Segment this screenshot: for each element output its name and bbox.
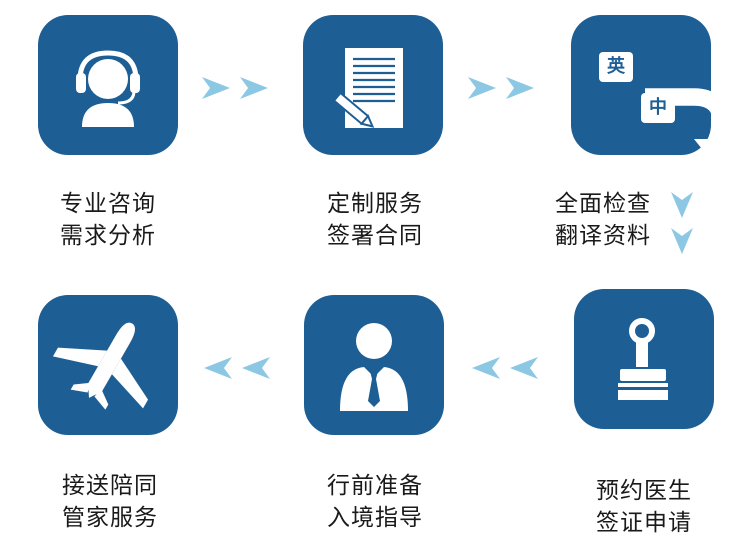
step-1-tile [38,15,178,155]
step-6-caption: 接送陪同 管家服务 [62,473,158,531]
step-4-tile [574,289,714,429]
step-4-caption: 预约医生 签证申请 [596,478,692,536]
step-3-tile: 英 中 [571,15,749,174]
step-5-caption: 行前准备 入境指导 [327,473,423,531]
stamp-icon [618,318,668,400]
flow-arrow-right-2 [468,75,538,101]
airplane-icon [52,322,149,410]
arrow-bend-icon [645,88,749,174]
english-box: 英 [599,52,633,82]
chinese-box: 中 [641,93,675,123]
step-1-caption: 专业咨询 需求分析 [60,191,156,249]
step-5-tile [304,295,444,435]
document-pen-icon [332,48,403,128]
step-2-caption: 定制服务 签署合同 [327,191,423,249]
step-6-tile [38,295,178,435]
flow-arrow-right-1 [202,75,272,101]
flow-arrow-down [669,192,695,258]
step-2-tile [303,15,443,155]
flow-arrow-left-1 [468,355,538,381]
businessman-icon [340,323,408,411]
headset-person-icon [76,50,140,127]
flow-arrow-left-2 [200,355,270,381]
step-3-caption: 全面检查 翻译资料 [555,191,651,249]
translate-icon: 英 中 [571,15,749,174]
